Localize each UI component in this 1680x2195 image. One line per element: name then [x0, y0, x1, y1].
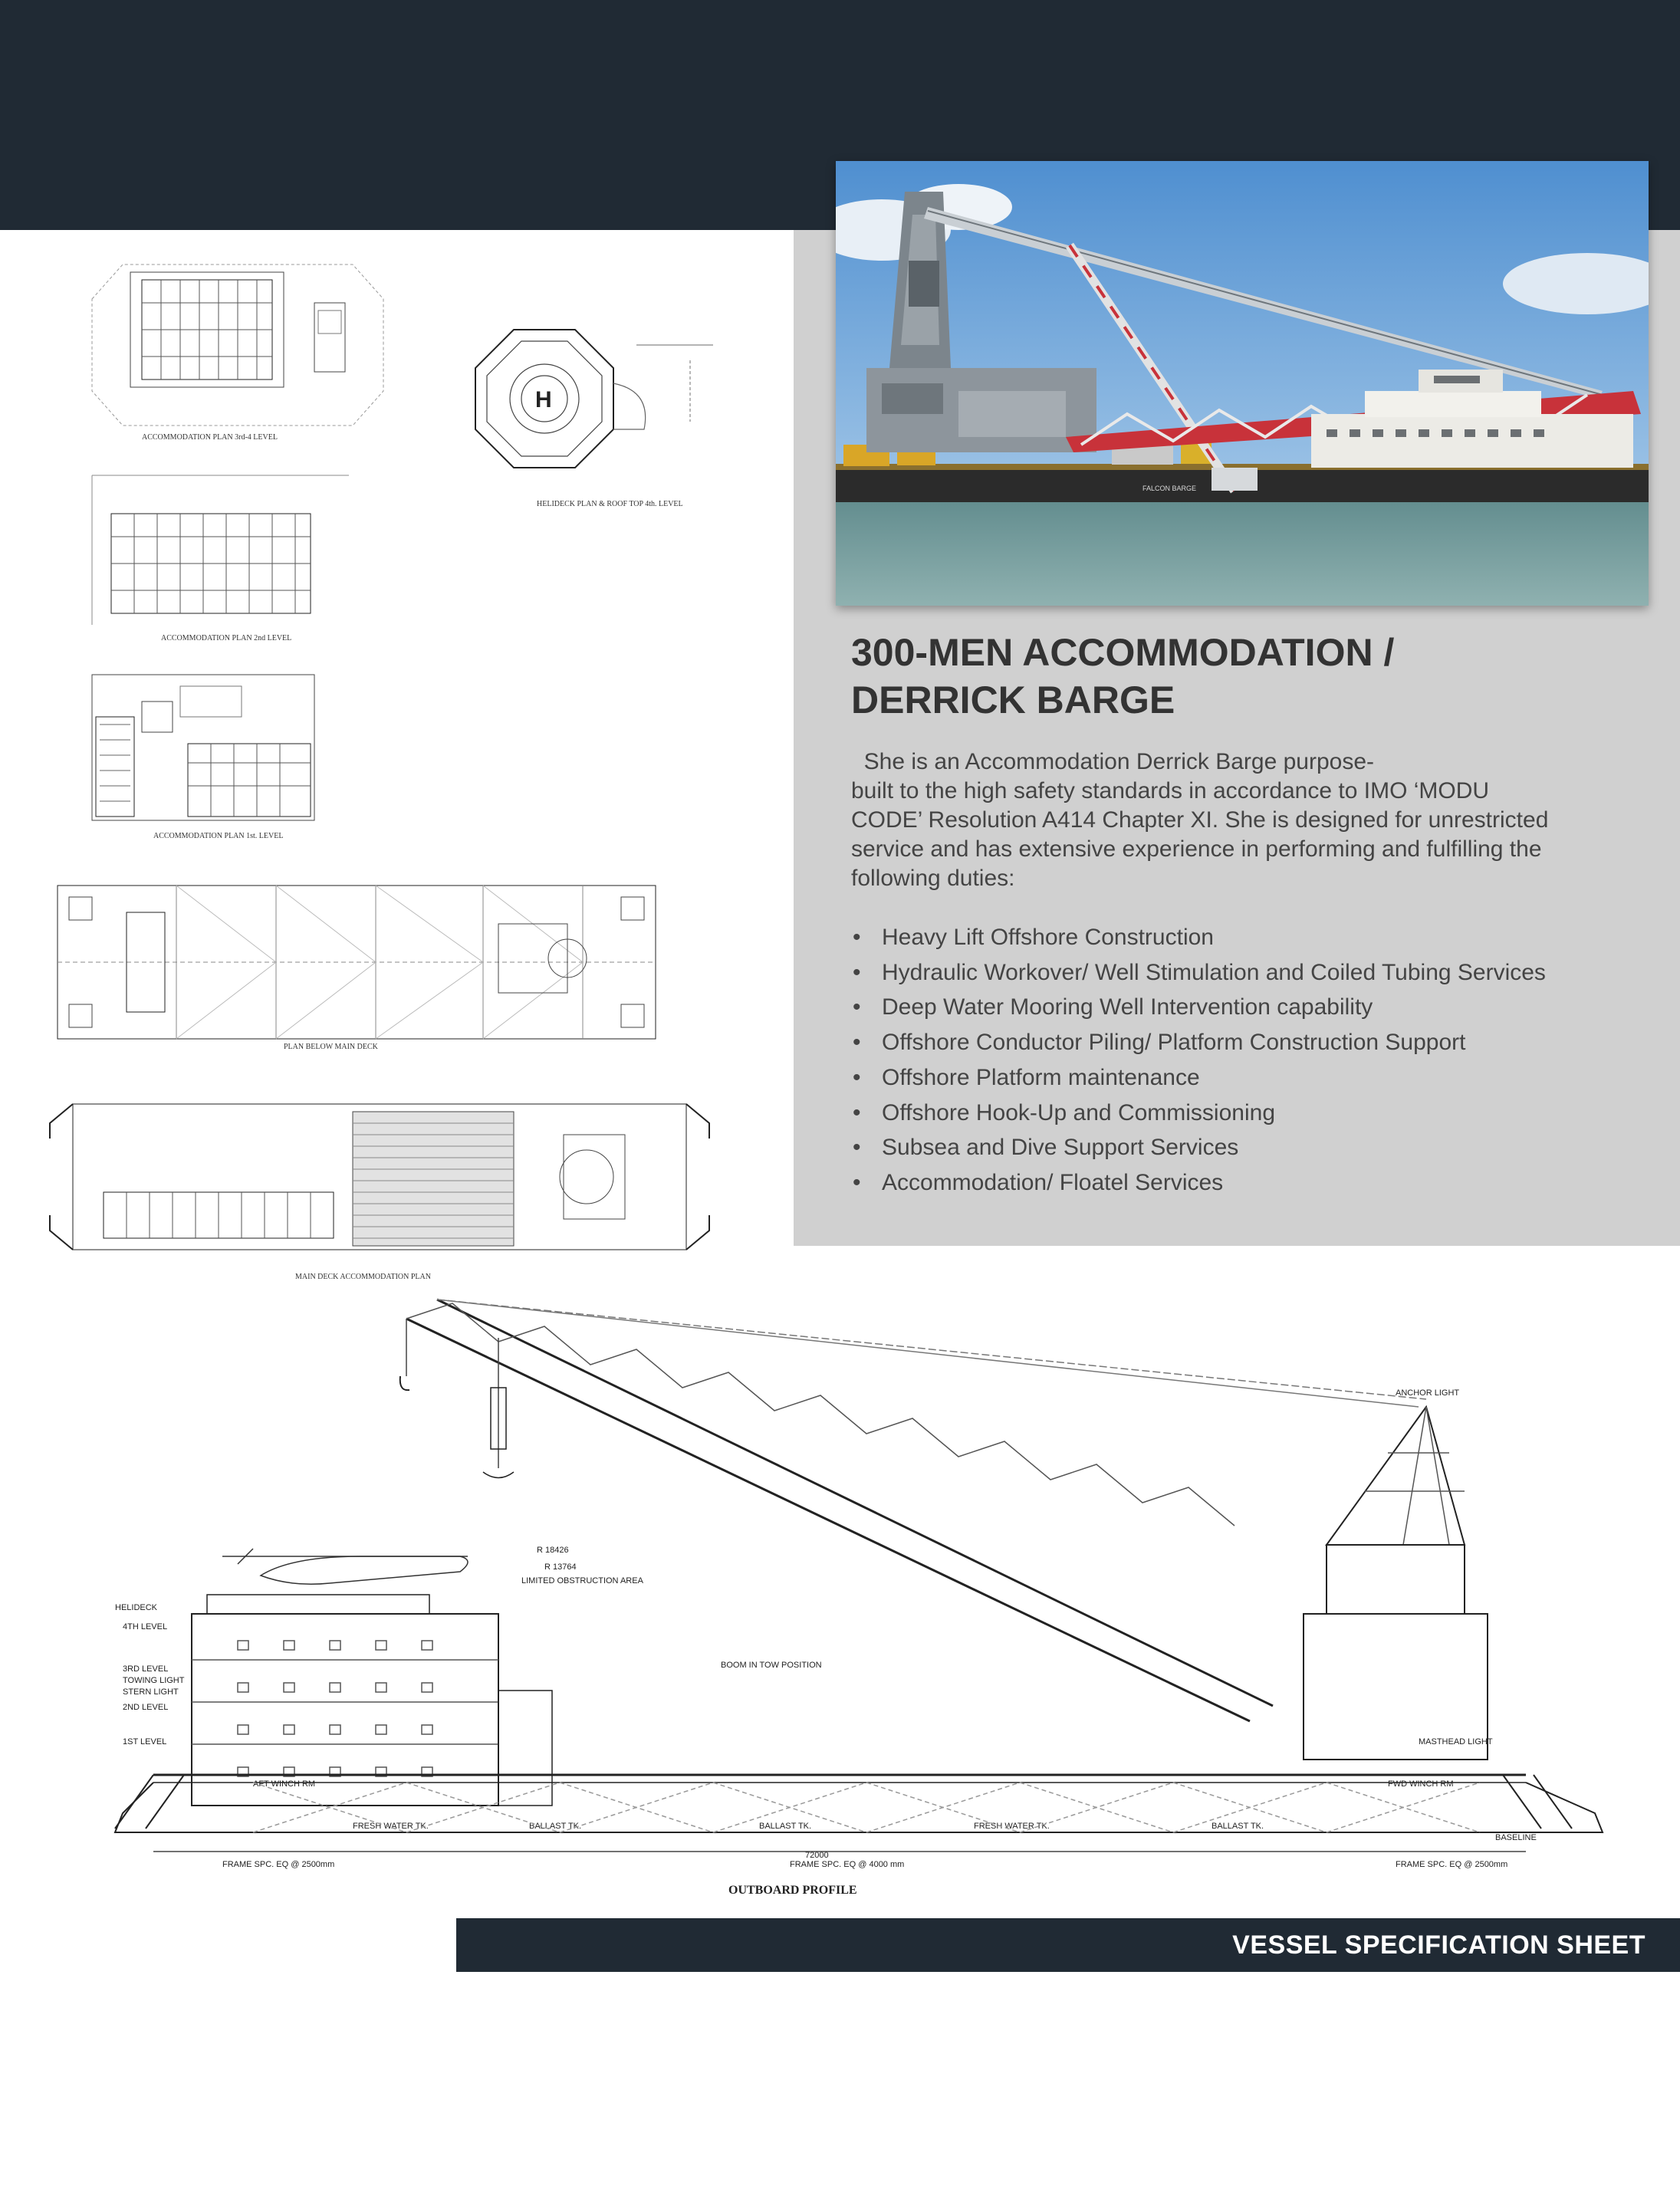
intro-line: She is an Accommodation Derrick Barge pu… [851, 749, 1374, 774]
profile-label: 3RD LEVEL [123, 1664, 168, 1674]
drawing-caption: OUTBOARD PROFILE [728, 1884, 857, 1897]
duty-item: Offshore Platform maintenance [851, 1060, 1664, 1096]
drawing-caption: ACCOMMODATION PLAN 3rd-4 LEVEL [142, 433, 278, 442]
profile-label: STERN LIGHT [123, 1687, 179, 1697]
profile-label: FRAME SPC. EQ @ 2500mm [222, 1860, 334, 1869]
profile-label: FWD WINCH RM [1388, 1779, 1454, 1789]
drawing-caption: HELIDECK PLAN & ROOF TOP 4th. LEVEL [537, 500, 683, 508]
outboard-profile-drawing: ANCHOR LIGHT HELIDECK 4TH LEVEL 3RD LEVE… [100, 1292, 1618, 1905]
accommodation-plan-2nd-drawing: ACCOMMODATION PLAN 2nd LEVEL [88, 472, 357, 648]
intro-line: CODE’ Resolution A414 Chapter XI. She is… [851, 807, 1549, 833]
profile-label: BALLAST TK. [1212, 1822, 1264, 1831]
duty-item: Hydraulic Workover/ Well Stimulation and… [851, 955, 1664, 991]
drawing-caption: ACCOMMODATION PLAN 2nd LEVEL [161, 634, 291, 642]
profile-label: 4TH LEVEL [123, 1622, 167, 1631]
accommodation-plan-3-4-drawing: ACCOMMODATION PLAN 3rd-4 LEVEL [84, 257, 391, 449]
footer-label: VESSEL SPECIFICATION SHEET [1232, 1930, 1645, 1960]
main-deck-plan-drawing: MAIN DECK ACCOMMODATION PLAN [42, 1081, 732, 1284]
profile-label: FRAME SPC. EQ @ 4000 mm [790, 1860, 904, 1869]
profile-label: 2ND LEVEL [123, 1703, 168, 1712]
duty-item: Heavy Lift Offshore Construction [851, 920, 1664, 955]
profile-label: HELIDECK [115, 1603, 158, 1612]
profile-label: 1ST LEVEL [123, 1737, 166, 1746]
intro-line: following duties: [851, 866, 1015, 891]
intro-paragraph: She is an Accommodation Derrick Barge pu… [851, 748, 1626, 893]
title-line-1: 300-MEN ACCOMMODATION / [851, 631, 1395, 674]
duties-list: Heavy Lift Offshore Construction Hydraul… [851, 920, 1664, 1201]
duty-item: Subsea and Dive Support Services [851, 1130, 1664, 1165]
barge-name-text: FALCON BARGE [1142, 485, 1196, 492]
drawing-caption: MAIN DECK ACCOMMODATION PLAN [295, 1273, 431, 1281]
profile-label: BASELINE [1495, 1833, 1537, 1842]
profile-label: FRESH WATER TK. [353, 1822, 429, 1831]
drawing-caption: PLAN BELOW MAIN DECK [284, 1043, 379, 1050]
vessel-photo: FALCON BARGE [836, 161, 1649, 606]
page-title: 300-MEN ACCOMMODATION / DERRICK BARGE [851, 629, 1633, 724]
profile-label: ANCHOR LIGHT [1396, 1388, 1459, 1398]
profile-label: FRAME SPC. EQ @ 2500mm [1396, 1860, 1507, 1869]
profile-label: TOWING LIGHT [123, 1676, 185, 1685]
profile-label: BALLAST TK. [529, 1822, 581, 1831]
duty-item: Offshore Hook-Up and Commissioning [851, 1096, 1664, 1131]
footer-band: VESSEL SPECIFICATION SHEET [456, 1918, 1680, 1972]
profile-label: R 13764 [544, 1562, 577, 1572]
helideck-plan-drawing: H HELIDECK PLAN & ROOF TOP 4th. LEVEL [460, 322, 782, 514]
intro-line: service and has extensive experience in … [851, 836, 1542, 862]
plan-below-main-deck-drawing: PLAN BELOW MAIN DECK [54, 882, 659, 1051]
duty-item: Offshore Conductor Piling/ Platform Cons… [851, 1025, 1664, 1060]
duty-item: Accommodation/ Floatel Services [851, 1165, 1664, 1201]
profile-label: AFT WINCH RM [253, 1779, 315, 1789]
intro-line: built to the high safety standards in ac… [851, 778, 1490, 803]
profile-label: MASTHEAD LIGHT [1419, 1737, 1493, 1746]
profile-label: R 18426 [537, 1546, 569, 1555]
profile-label: LIMITED OBSTRUCTION AREA [521, 1576, 644, 1585]
profile-label: BALLAST TK. [759, 1822, 811, 1831]
svg-text:H: H [535, 387, 552, 412]
duty-item: Deep Water Mooring Well Intervention cap… [851, 990, 1664, 1025]
profile-label: BOOM IN TOW POSITION [721, 1661, 822, 1670]
profile-label: 72000 [805, 1851, 829, 1860]
accommodation-plan-1st-drawing: ACCOMMODATION PLAN 1st. LEVEL [88, 671, 326, 843]
drawing-caption: ACCOMMODATION PLAN 1st. LEVEL [153, 832, 283, 840]
title-line-2: DERRICK BARGE [851, 679, 1175, 721]
